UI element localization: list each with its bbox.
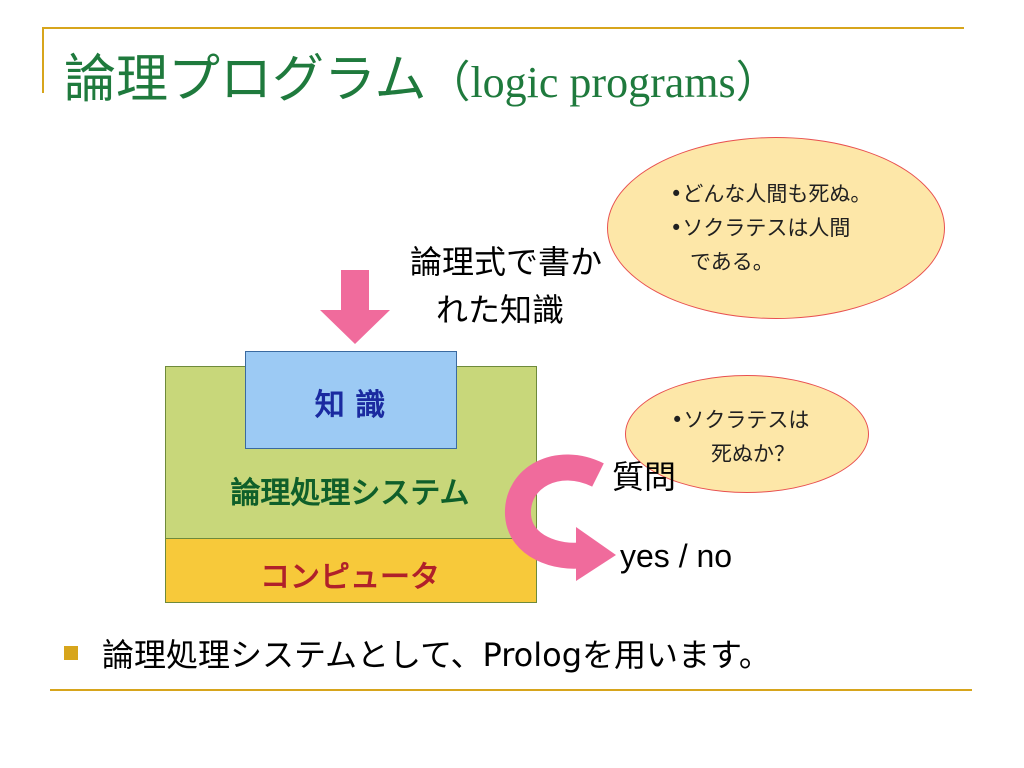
title-accent-tick [42,27,44,93]
question-bubble [625,375,869,493]
question-line-2: 死ぬか？ [711,442,795,466]
bullet-text: 論理処理システムとして、Prologを用います。 [102,636,771,674]
fact-line-1: •どんな人間も死ぬ。 [670,182,872,206]
bullet-square-icon [64,646,78,660]
facts-bubble [607,137,945,319]
knowledge-box-label: 知 識 [314,388,386,423]
knowledge-caption-line-1: 論理式で書か [410,243,603,281]
down-arrow-icon [320,270,390,344]
bottom-rule [50,689,972,691]
knowledge-caption: 論理式で書か れた知識 [410,238,602,334]
logic-system-label: 論理処理システム [230,476,470,511]
title-english: （logic programs） [426,58,780,107]
question-line-1: •ソクラテスは [671,408,810,432]
knowledge-caption-line-2: れた知識 [436,291,565,329]
fact-line-2: •ソクラテスは人間 [670,216,851,240]
slide-title: 論理プログラム（logic programs） [64,44,780,118]
title-rule [42,27,964,29]
computer-box [165,538,537,603]
answer-label: yes / no [620,538,733,574]
title-japanese: 論理プログラム [64,50,427,110]
question-label: 質問 [612,458,677,496]
knowledge-box [245,351,457,449]
computer-label: コンピュータ [260,560,440,595]
curved-return-arrow-icon [505,454,616,581]
fact-line-3: である。 [690,250,774,274]
